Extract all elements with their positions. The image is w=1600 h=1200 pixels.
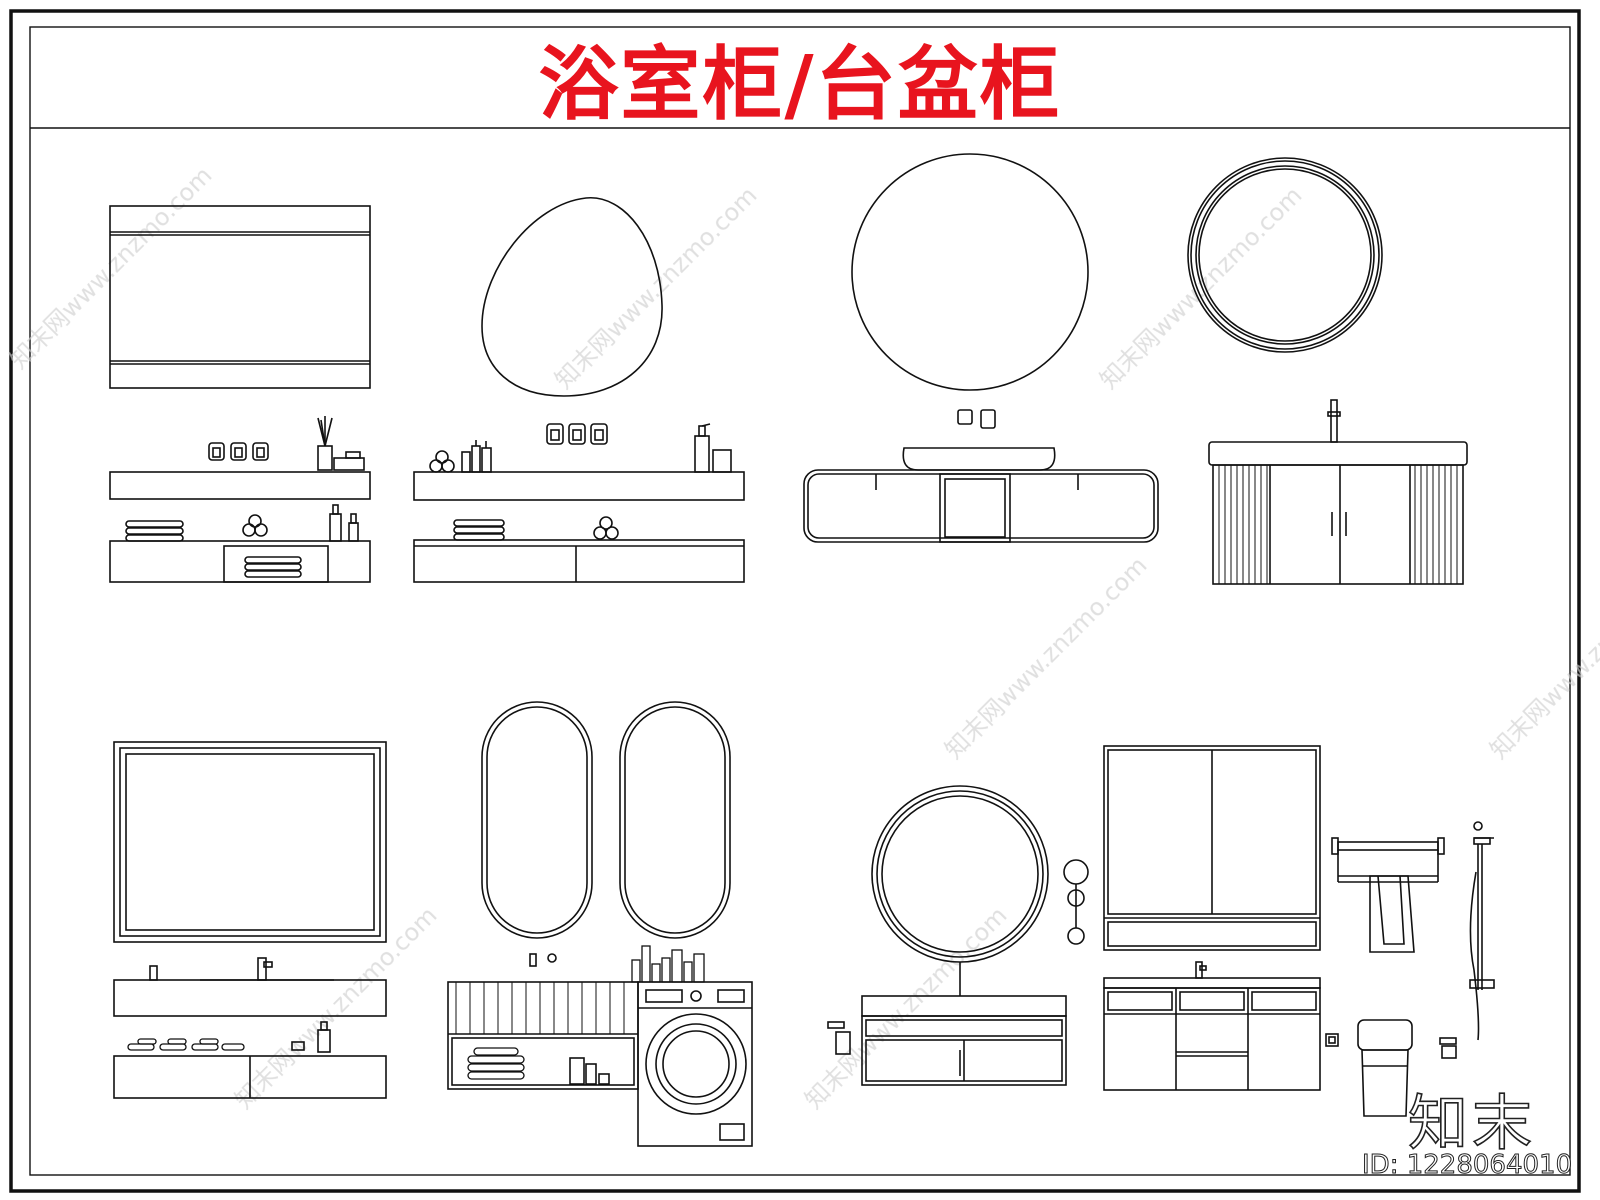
mirror-cabinet <box>1103 745 1321 951</box>
shower-column <box>1469 821 1495 1041</box>
rolled-towels-1 <box>242 514 268 537</box>
towel-stack-1 <box>125 520 184 542</box>
counter-top-5 <box>113 979 387 1017</box>
towel-rack <box>1331 837 1445 953</box>
unit-5-framed-mirror-vanity <box>113 741 387 1099</box>
cabinet-body-4 <box>1212 464 1464 585</box>
vessel-basin <box>902 447 1056 471</box>
round-mirror-1 <box>851 153 1089 391</box>
floating-vanity <box>803 469 1159 543</box>
watermark-2: 知末网www.znzmo.com <box>549 181 762 394</box>
counter-top-2 <box>413 471 745 501</box>
pebble-mirror <box>481 197 663 397</box>
paper-holder-7 <box>827 1021 851 1055</box>
paper-holder-9 <box>1439 1037 1457 1059</box>
drawer-cabinet-2 <box>413 539 745 583</box>
fluted-slats <box>455 982 625 1034</box>
image-id-label: ID: 1228064010 <box>1361 1150 1573 1181</box>
wall-tap-set-3 <box>957 409 996 429</box>
rolled-towels-2 <box>429 450 455 473</box>
towel-stack-2 <box>244 556 302 578</box>
wall-tap-set-1 <box>208 442 269 461</box>
towel-stack-6 <box>467 1047 525 1080</box>
watermark-4: 知末网www.znzmo.com <box>229 901 442 1114</box>
drawer-cabinet-1 <box>109 540 371 583</box>
towel-stack-3 <box>453 519 505 541</box>
faucet-5 <box>257 957 273 981</box>
washer-door <box>645 1013 747 1115</box>
wall-tap-set-2 <box>546 423 608 445</box>
unit-9-bath-accessories <box>1325 821 1495 1117</box>
watermark-7: 知末网www.znzmo.com <box>1484 551 1600 764</box>
wall-lamp <box>1063 859 1089 945</box>
outer-frame <box>9 9 1581 1193</box>
open-niche <box>939 473 1011 543</box>
wall-switch <box>1325 1033 1339 1047</box>
unit-2-pebble-mirror-vanity <box>413 197 745 583</box>
unit-1-rect-mirror-vanity <box>109 205 371 583</box>
basin-top-4 <box>1208 441 1468 466</box>
faucet-4 <box>1327 399 1341 443</box>
washing-machine <box>637 981 753 1147</box>
watermark-5: 知末网www.znzmo.com <box>939 551 1152 764</box>
brand-logo: 知末 <box>1407 1088 1536 1160</box>
unit-4-ring-mirror-cabinet <box>1187 157 1468 585</box>
rolled-towels-3 <box>593 516 619 540</box>
vanity-body-7 <box>861 1015 1067 1086</box>
inner-frame <box>29 26 1571 1176</box>
faucet-8 <box>1195 961 1207 979</box>
wall-tap-set-6 <box>529 953 557 967</box>
toiletries-6 <box>631 945 705 983</box>
unit-8-mirror-cabinet-vanity <box>1103 745 1321 1091</box>
towel-stack-5 <box>127 1038 245 1051</box>
bottles-1 <box>329 504 359 542</box>
watermark-1: 知末网www.znzmo.com <box>4 161 217 374</box>
soap-dispenser <box>694 423 732 473</box>
capsule-mirror-left <box>481 701 593 939</box>
drawer-front-1 <box>223 545 329 583</box>
reed-diffuser <box>317 416 365 471</box>
framed-mirror <box>113 741 387 943</box>
capsule-mirror-right <box>619 701 731 939</box>
vanity-body-8 <box>1103 987 1321 1091</box>
ring-mirror-outer <box>1187 157 1383 353</box>
watermark-6: 知末网www.znzmo.com <box>799 901 1012 1114</box>
bottles-2 <box>461 440 492 473</box>
watermarks: 知末网www.znzmo.com 知末网www.znzmo.com 知末网www… <box>4 161 1600 1114</box>
unit-6-capsule-mirrors-washer <box>447 701 753 1147</box>
counter-top-1 <box>109 471 371 500</box>
title-heading: 浴室柜/台盆柜 <box>538 37 1062 131</box>
fluted-panel-left <box>1218 465 1268 584</box>
rect-mirror-1 <box>109 205 371 389</box>
vanity-top-8 <box>1103 977 1321 989</box>
unit-3-round-mirror-vessel <box>803 153 1159 543</box>
fluted-panel-right <box>1414 465 1458 584</box>
toilet <box>1357 1019 1413 1117</box>
unit-7-round-mirror-vanity <box>827 785 1089 1086</box>
